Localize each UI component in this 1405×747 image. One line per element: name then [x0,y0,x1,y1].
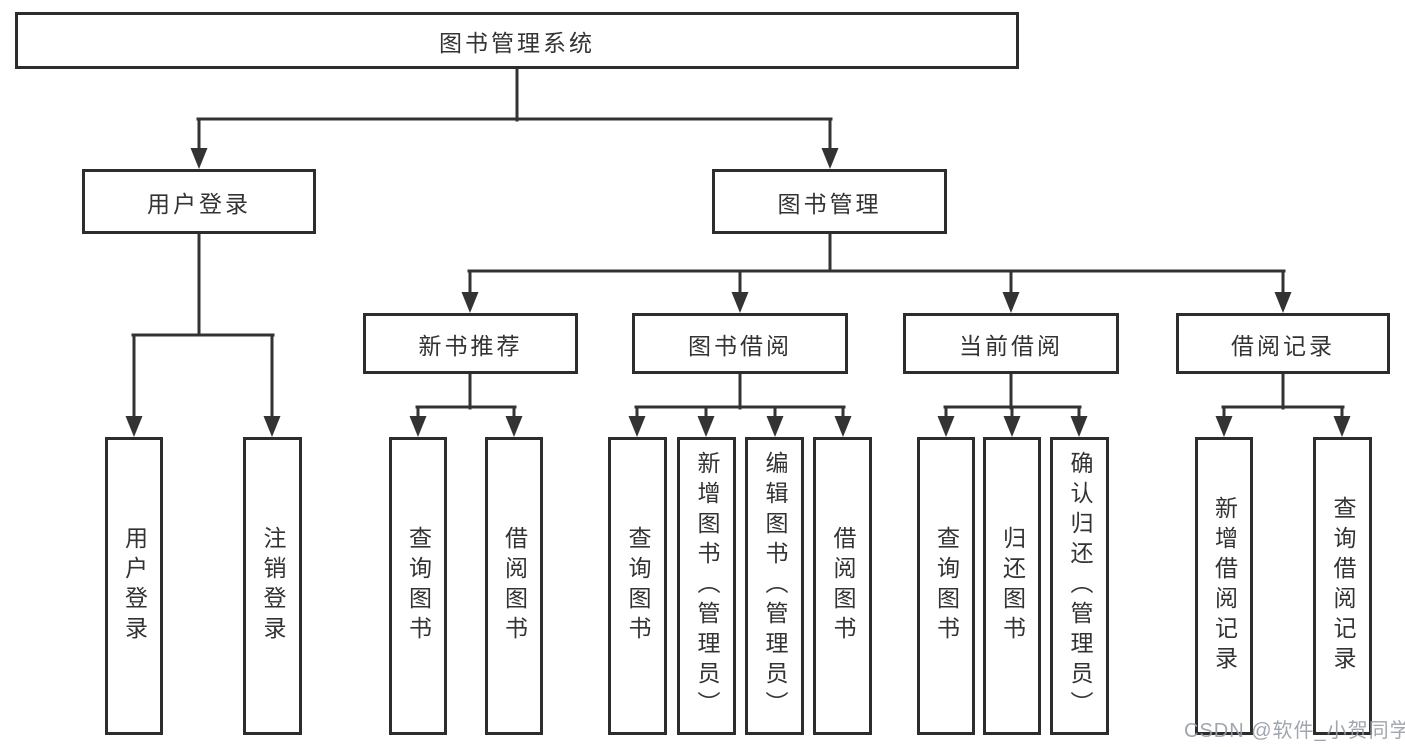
leaf-label: 查询图书 [625,526,651,646]
arrowhead-down-icon [697,416,715,437]
node-label: 当前借阅 [959,332,1063,359]
leaf-label: 查询图书 [405,526,432,646]
leaf-query-books-current: 查询图书 [917,437,975,735]
arrowhead-down-icon [1003,416,1021,437]
arrowhead-down-icon [1333,416,1351,437]
leaf-logout: 注销登录 [243,437,302,735]
node-label: 图书管理系统 [439,29,595,56]
leaf-query-books-borrowing: 查询图书 [608,437,667,735]
leaf-label: 归还图书 [999,526,1026,646]
arrowhead-down-icon [505,416,523,437]
node-label: 图书管理 [777,190,882,217]
arrowhead-down-icon [190,148,208,169]
node-new-book-recommend: 新书推荐 [363,313,578,374]
leaf-label: 借阅图书 [501,526,528,646]
leaf-label: 确认归还（管理员） [1067,451,1093,721]
leaf-query-books-recommend: 查询图书 [389,437,447,735]
watermark: CSDN @软件_小贺同学 [1184,720,1405,742]
leaf-return-books: 归还图书 [983,437,1041,735]
node-label: 图书借阅 [688,332,792,359]
leaf-edit-books-admin: 编辑图书（管理员） [745,437,804,735]
leaf-label: 用户登录 [121,526,148,646]
arrowhead-down-icon [834,416,852,437]
leaf-label: 借阅图书 [830,526,856,646]
node-label: 用户登录 [147,190,251,217]
leaf-label: 编辑图书（管理员） [762,451,788,721]
arrowhead-down-icon [461,292,479,313]
arrowhead-down-icon [1070,416,1088,437]
leaf-user-login: 用户登录 [105,437,163,735]
node-label: 借阅记录 [1231,332,1335,359]
leaf-borrow-books-recommend: 借阅图书 [485,437,543,735]
node-book-borrowing: 图书借阅 [632,313,848,374]
arrowhead-down-icon [1274,292,1292,313]
node-book-management: 图书管理 [712,169,947,234]
leaf-confirm-return-admin: 确认归还（管理员） [1050,437,1109,735]
arrowhead-down-icon [1002,292,1020,313]
leaf-label: 新增图书（管理员） [694,451,720,721]
leaf-add-borrow-record: 新增借阅记录 [1195,437,1253,735]
arrowhead-down-icon [628,416,646,437]
node-current-borrowing: 当前借阅 [903,313,1119,374]
leaf-query-borrow-record: 查询借阅记录 [1313,437,1372,735]
node-user-login: 用户登录 [82,169,316,234]
node-label: 新书推荐 [418,332,523,359]
leaf-label: 注销登录 [260,526,286,646]
leaf-add-books-admin: 新增图书（管理员） [677,437,736,735]
leaf-label: 查询图书 [933,526,960,646]
leaf-label: 新增借阅记录 [1211,496,1238,676]
arrowhead-down-icon [731,292,749,313]
arrowhead-down-icon [409,416,427,437]
arrowhead-down-icon [821,148,839,169]
leaf-borrow-books-borrowing: 借阅图书 [813,437,872,735]
node-borrowing-records: 借阅记录 [1176,313,1390,374]
arrowhead-down-icon [766,416,784,437]
arrowhead-down-icon [125,416,143,437]
arrowhead-down-icon [937,416,955,437]
leaf-label: 查询借阅记录 [1330,496,1356,676]
arrowhead-down-icon [1215,416,1233,437]
node-library-system: 图书管理系统 [15,12,1019,69]
arrowhead-down-icon [263,416,281,437]
